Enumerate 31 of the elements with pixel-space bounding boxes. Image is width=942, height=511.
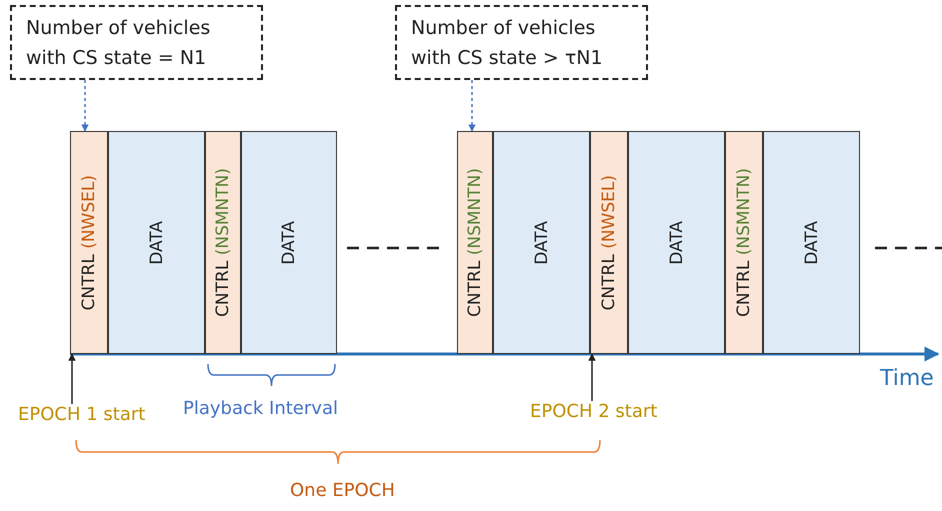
slot-label: DATA [146, 220, 166, 264]
slot-label: DATA [279, 220, 299, 264]
data-slot [108, 131, 205, 354]
axis-label: Time [880, 366, 934, 391]
data-slot [493, 131, 590, 354]
slot-label: CNTRL (NWSEL) [79, 174, 99, 310]
control-slot [725, 131, 763, 354]
arrow [81, 80, 89, 132]
data-slot [241, 131, 337, 354]
slot-label: DATA [666, 220, 686, 264]
control-slot [457, 131, 493, 354]
note-box: Number of vehicles with CS state = N1 [10, 5, 263, 80]
epoch-label: EPOCH 2 start [530, 401, 658, 422]
control-slot [205, 131, 241, 354]
slot-label: DATA [532, 220, 552, 264]
epoch-span-label: One EPOCH [290, 480, 395, 501]
control-slot [70, 131, 108, 354]
arrow [588, 353, 596, 401]
arrow [468, 80, 476, 132]
slot-label: DATA [802, 220, 822, 264]
slot-label: CNTRL (NSMNTN) [734, 168, 754, 317]
data-slot [628, 131, 725, 354]
arrow [68, 353, 76, 404]
slot-label: CNTRL (NSMNTN) [465, 168, 485, 317]
slot-label: CNTRL (NSMNTN) [213, 168, 233, 317]
epoch-label: EPOCH 1 start [18, 404, 146, 425]
control-slot [590, 131, 628, 354]
interval-label: Playback Interval [183, 398, 338, 419]
note-box: Number of vehicles with CS state > τN1 [395, 5, 648, 80]
slot-label: CNTRL (NWSEL) [599, 174, 619, 310]
data-slot [763, 131, 860, 354]
